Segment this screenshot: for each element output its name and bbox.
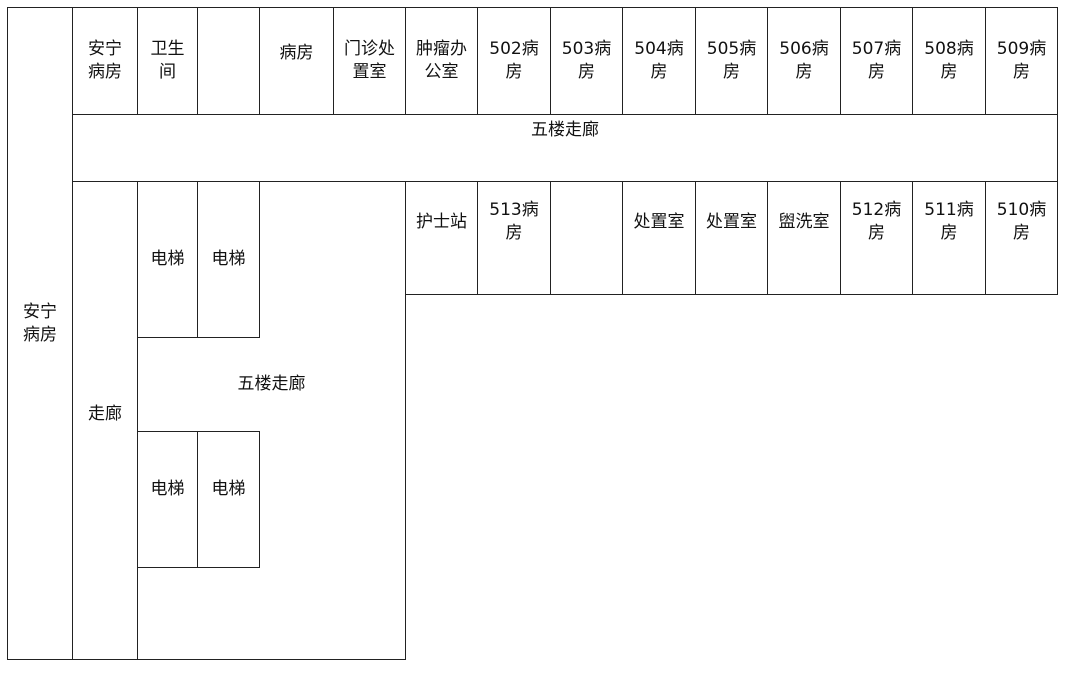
room-ward-top	[259, 7, 334, 115]
room-blank-top	[197, 7, 260, 115]
room-r508	[912, 7, 986, 115]
room-oncology-office	[405, 7, 478, 115]
room-corridor-vertical	[72, 181, 138, 660]
room-r511	[912, 181, 986, 295]
room-nurse-station	[405, 181, 478, 295]
room-clinic-treatment	[333, 7, 406, 115]
room-r502	[477, 7, 551, 115]
room-elevator-2	[197, 181, 260, 338]
room-restroom	[137, 7, 198, 115]
room-r505	[695, 7, 768, 115]
room-left-ward	[7, 7, 73, 660]
room-r510	[985, 181, 1058, 295]
room-treatment-2	[695, 181, 768, 295]
room-r513	[477, 181, 551, 295]
room-top-ward	[72, 7, 138, 115]
room-washroom	[767, 181, 841, 295]
room-r509	[985, 7, 1058, 115]
room-corridor-main	[72, 114, 1058, 182]
room-elevator-3	[137, 431, 198, 568]
room-blank-mid	[550, 181, 623, 295]
room-treatment-1	[622, 181, 696, 295]
room-r512	[840, 181, 913, 295]
room-elevator-4	[197, 431, 260, 568]
room-r503	[550, 7, 623, 115]
room-elevator-1	[137, 181, 198, 338]
room-r506	[767, 7, 841, 115]
room-r507	[840, 7, 913, 115]
room-r504	[622, 7, 696, 115]
